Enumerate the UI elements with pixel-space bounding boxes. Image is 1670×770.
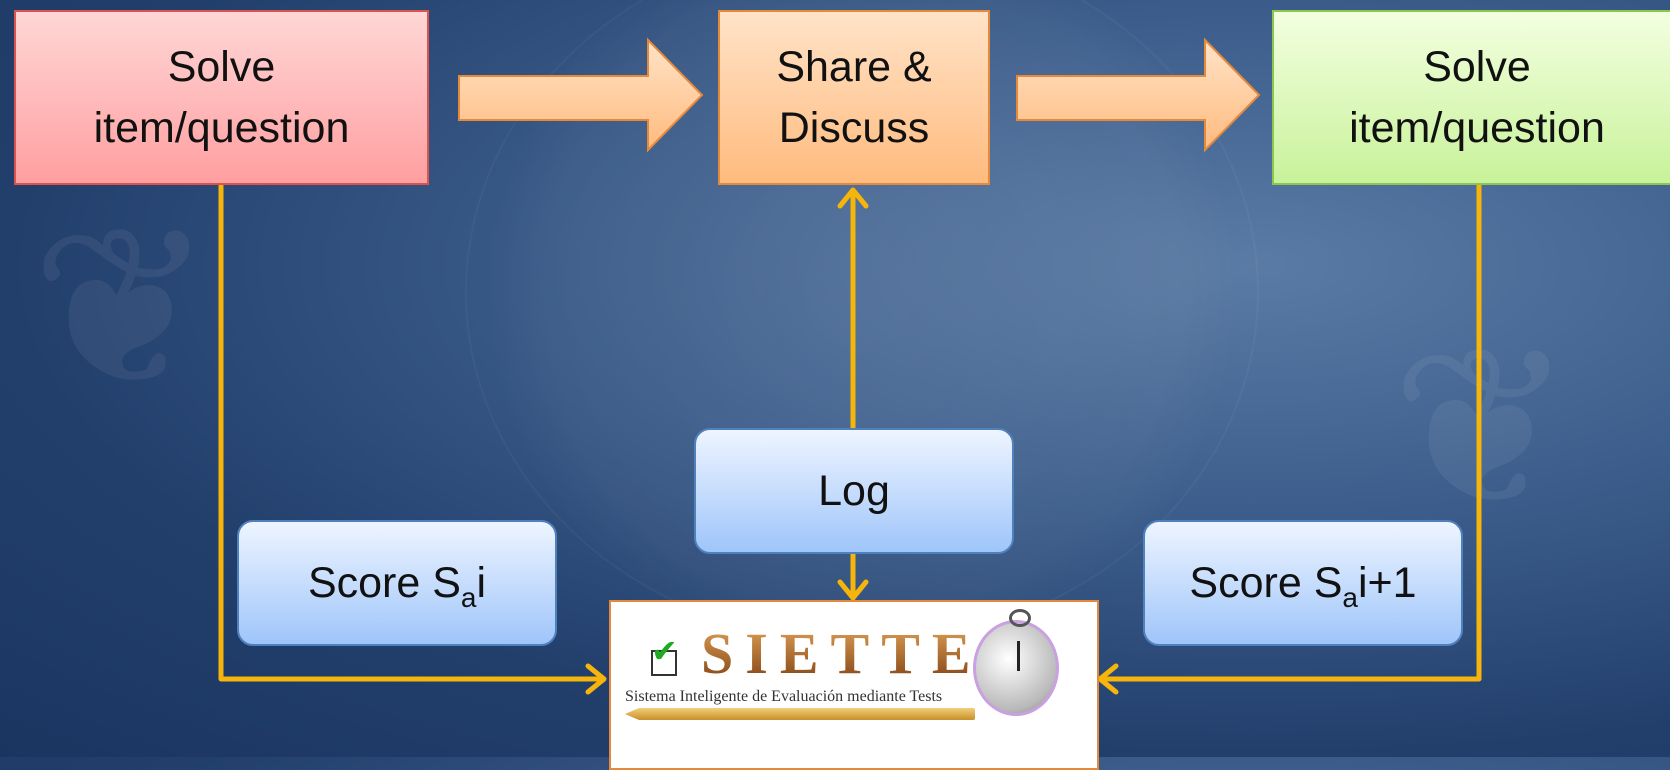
solve-item-right-label: Solve item/question <box>1349 42 1605 152</box>
score-left-suffix: i <box>476 558 487 607</box>
score-right-label: Score Sai+1 <box>1189 553 1416 614</box>
solve-item-left-label: Solve item/question <box>93 42 350 152</box>
log-box: Log <box>694 428 1014 554</box>
stopwatch-icon <box>973 609 1059 716</box>
background-laurel-right: ❦ <box>1390 300 1575 556</box>
log-label: Log <box>818 466 890 515</box>
score-left-prefix: Score S <box>307 558 461 607</box>
pencil-icon <box>625 708 975 720</box>
checkbox-icon: ✔ <box>651 632 678 676</box>
solve-item-right-box: Solve item/question <box>1272 10 1670 185</box>
siette-logo: ✔ SIETTE Sistema Inteligente de Evaluaci… <box>609 600 1099 770</box>
score-right-suffix: i+1 <box>1357 558 1417 607</box>
score-right-subscript: a <box>1342 581 1358 613</box>
score-left-label: Score Sai <box>308 553 486 614</box>
siette-title: SIETTE <box>701 621 983 686</box>
flow-arrow-1 <box>458 37 704 153</box>
score-right-prefix: Score S <box>1189 558 1343 607</box>
background-laurel-left: ❦ <box>30 180 215 436</box>
siette-subtitle: Sistema Inteligente de Evaluación median… <box>625 688 943 705</box>
arrowhead-right <box>1097 663 1119 695</box>
score-right-box: Score Sai+1 <box>1143 520 1463 646</box>
arrowhead-down <box>837 579 869 601</box>
score-left-subscript: a <box>460 581 477 613</box>
arrowhead-up <box>837 187 869 209</box>
connector-solve-right-to-siette <box>1101 183 1482 682</box>
score-left-box: Score Sai <box>237 520 557 646</box>
share-discuss-box: Share & Discuss <box>718 10 990 185</box>
connector-solve-left-to-siette <box>218 183 603 682</box>
share-discuss-label: Share & Discuss <box>776 42 932 152</box>
flow-arrow-2 <box>1016 37 1261 153</box>
solve-item-left-box: Solve item/question <box>14 10 429 185</box>
arrowhead-left <box>585 663 607 695</box>
